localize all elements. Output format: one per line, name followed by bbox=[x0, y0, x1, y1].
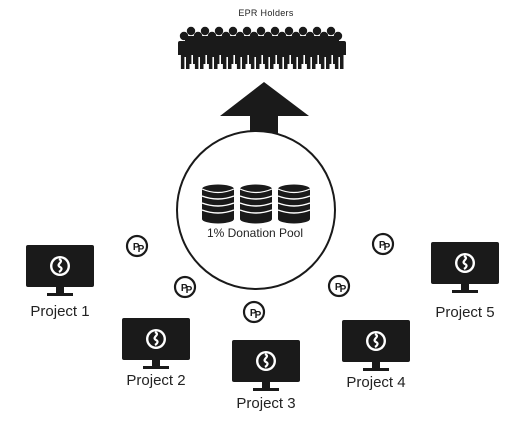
epr-holders-crowd bbox=[178, 26, 346, 69]
project-5-monitor-icon bbox=[429, 240, 501, 295]
epr-holders-title: EPR Holders bbox=[238, 8, 294, 18]
project-4-label: Project 4 bbox=[346, 374, 406, 391]
project-2-monitor-icon bbox=[120, 316, 192, 371]
up-arrow bbox=[220, 82, 309, 134]
project-1-label: Project 1 bbox=[30, 303, 90, 320]
project-2-label: Project 2 bbox=[126, 372, 186, 389]
token-icon bbox=[173, 275, 197, 299]
project-3-monitor-icon bbox=[230, 338, 302, 393]
project-3-label: Project 3 bbox=[236, 395, 296, 412]
token-icon bbox=[125, 234, 149, 258]
token-icon bbox=[327, 274, 351, 298]
token-icon bbox=[242, 300, 266, 324]
project-5-label: Project 5 bbox=[435, 304, 495, 321]
coin-stack-icon bbox=[239, 183, 273, 225]
coin-stack-icon bbox=[277, 183, 311, 225]
token-icon bbox=[371, 232, 395, 256]
donation-pool-label: 1% Donation Pool bbox=[206, 226, 304, 240]
coin-stack-icon bbox=[201, 183, 235, 225]
project-4-monitor-icon bbox=[340, 318, 412, 373]
project-1-monitor-icon bbox=[24, 243, 96, 298]
